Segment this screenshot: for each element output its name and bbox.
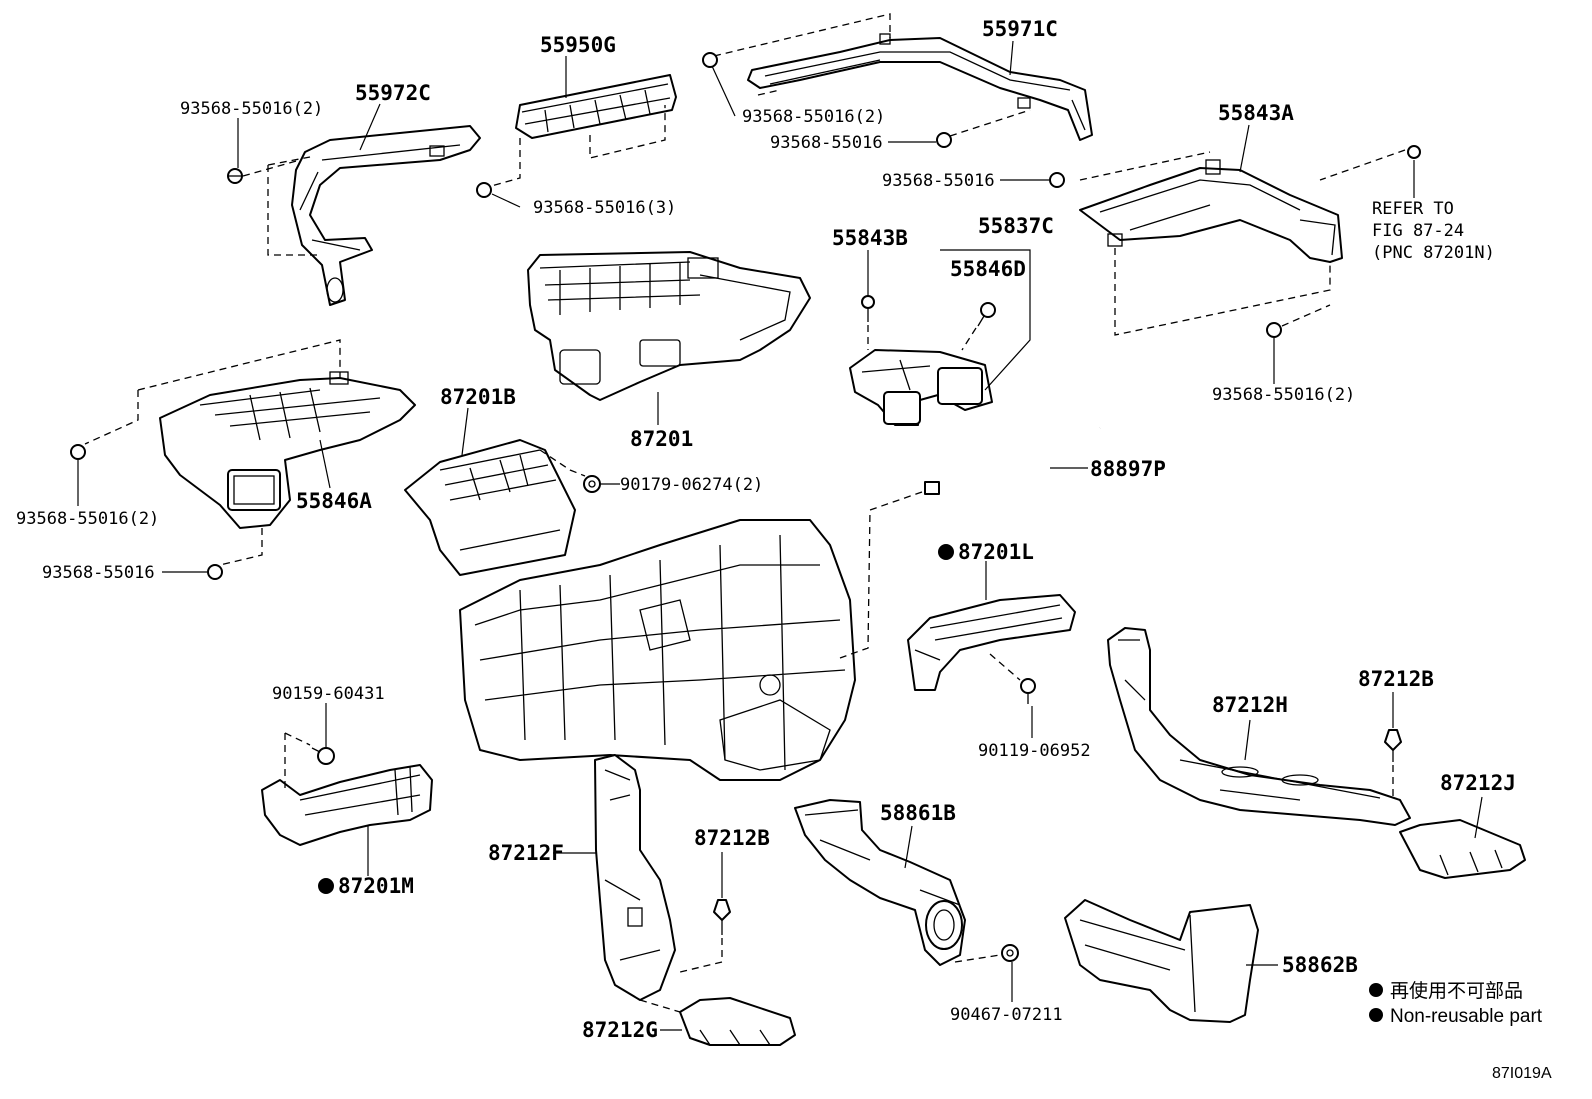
duct-87212h-shape xyxy=(1107,627,1411,826)
label-nut-90179: 90179-06274(2) xyxy=(620,475,763,495)
label-refer-line-1: REFER TO xyxy=(1372,199,1454,219)
label-87212g: 87212G xyxy=(582,1018,658,1042)
label-screw-93568-55971-b: 93568-55016 xyxy=(770,133,883,153)
clip-icon xyxy=(476,182,492,198)
label-87201b: 87201B xyxy=(440,385,516,409)
screw-icon xyxy=(977,302,996,327)
label-87201l: 87201L xyxy=(958,540,1034,564)
label-87212h: 87212H xyxy=(1212,693,1288,717)
clip-icon xyxy=(702,52,718,68)
duct-58862b-shape xyxy=(1064,899,1259,1023)
label-55846a: 55846A xyxy=(296,489,372,513)
label-55972c: 55972C xyxy=(355,81,431,105)
label-screw-93568-ml-a: 93568-55016(2) xyxy=(16,509,159,529)
label-87212b-center: 87212B xyxy=(694,826,770,850)
label-screw-93568-55843-r: 93568-55016(2) xyxy=(1212,385,1355,405)
duct-58861b-shape xyxy=(794,799,966,966)
figure-code: 87I019A xyxy=(1492,1065,1552,1082)
bolt-icon xyxy=(311,747,335,765)
legend-japanese: 再使用不可部品 xyxy=(1390,980,1523,1002)
screw-icon xyxy=(861,295,875,322)
label-87212j: 87212J xyxy=(1440,771,1516,795)
label-screw-93568-55950: 93568-55016(3) xyxy=(533,198,676,218)
label-58862b: 58862B xyxy=(1282,953,1358,977)
label-88897p: 88897P xyxy=(1090,457,1166,481)
label-55837c: 55837C xyxy=(978,214,1054,238)
non-reusable-dot-icon xyxy=(938,544,954,560)
label-87201: 87201 xyxy=(630,427,693,451)
hose-88897p-shape xyxy=(924,425,1102,495)
nut-icon xyxy=(1001,944,1019,962)
register-87201b-shape xyxy=(404,439,576,576)
label-refer-line-3: (PNC 87201N) xyxy=(1372,243,1495,263)
label-55843a: 55843A xyxy=(1218,101,1294,125)
clip-icon xyxy=(713,899,731,935)
duct-55971c-shape xyxy=(747,33,1093,141)
duct-55972c-shape xyxy=(291,125,481,306)
label-screw-93568-55971-a: 93568-55016(2) xyxy=(742,107,885,127)
label-refer-line-2: FIG 87-24 xyxy=(1372,221,1464,241)
hvac-case-shape xyxy=(459,519,856,781)
label-58861b: 58861B xyxy=(880,801,956,825)
label-bolt-90159: 90159-60431 xyxy=(272,684,385,704)
bolt-icon xyxy=(1020,678,1036,704)
duct-87212f-shape xyxy=(594,754,676,1001)
legend-english: Non-reusable part xyxy=(1390,1006,1543,1027)
nut-icon xyxy=(583,475,601,493)
legend-dot-icon xyxy=(1369,1008,1383,1022)
clip-icon xyxy=(207,564,223,580)
clip-icon xyxy=(1384,729,1402,762)
clip-icon xyxy=(227,168,243,184)
duct-55837c-shape xyxy=(849,349,993,426)
label-screw-93568-55843-l: 93568-55016 xyxy=(882,171,995,191)
legend-dot-icon xyxy=(1369,983,1383,997)
non-reusable-dot-icon xyxy=(318,878,334,894)
label-87212f: 87212F xyxy=(488,841,564,865)
register-87201m-shape xyxy=(261,764,433,846)
register-87201l-shape xyxy=(907,594,1076,691)
duct-87212g-shape xyxy=(679,997,796,1046)
clip-icon xyxy=(1049,172,1065,188)
unit-87201-shape xyxy=(527,251,811,401)
clip-icon xyxy=(1266,322,1282,338)
label-55846d: 55846D xyxy=(950,257,1026,281)
label-screw-93568-tl: 93568-55016(2) xyxy=(180,99,323,119)
label-screw-93568-ml-b: 93568-55016 xyxy=(42,563,155,583)
clip-icon xyxy=(936,132,952,148)
label-55971c: 55971C xyxy=(982,17,1058,41)
duct-55843a-shape xyxy=(1079,159,1343,263)
duct-55846a-shape xyxy=(159,371,416,529)
label-55950g: 55950G xyxy=(540,33,616,57)
duct-87212j-shape xyxy=(1399,819,1526,879)
label-bolt-90119: 90119-06952 xyxy=(978,741,1091,761)
screw-icon xyxy=(1407,145,1421,159)
label-87201m: 87201M xyxy=(338,874,414,898)
label-87212b-right: 87212B xyxy=(1358,667,1434,691)
label-55843b: 55843B xyxy=(832,226,908,250)
register-55950g-shape xyxy=(515,74,677,139)
clip-icon xyxy=(70,444,86,460)
label-nut-90467: 90467-07211 xyxy=(950,1005,1063,1025)
